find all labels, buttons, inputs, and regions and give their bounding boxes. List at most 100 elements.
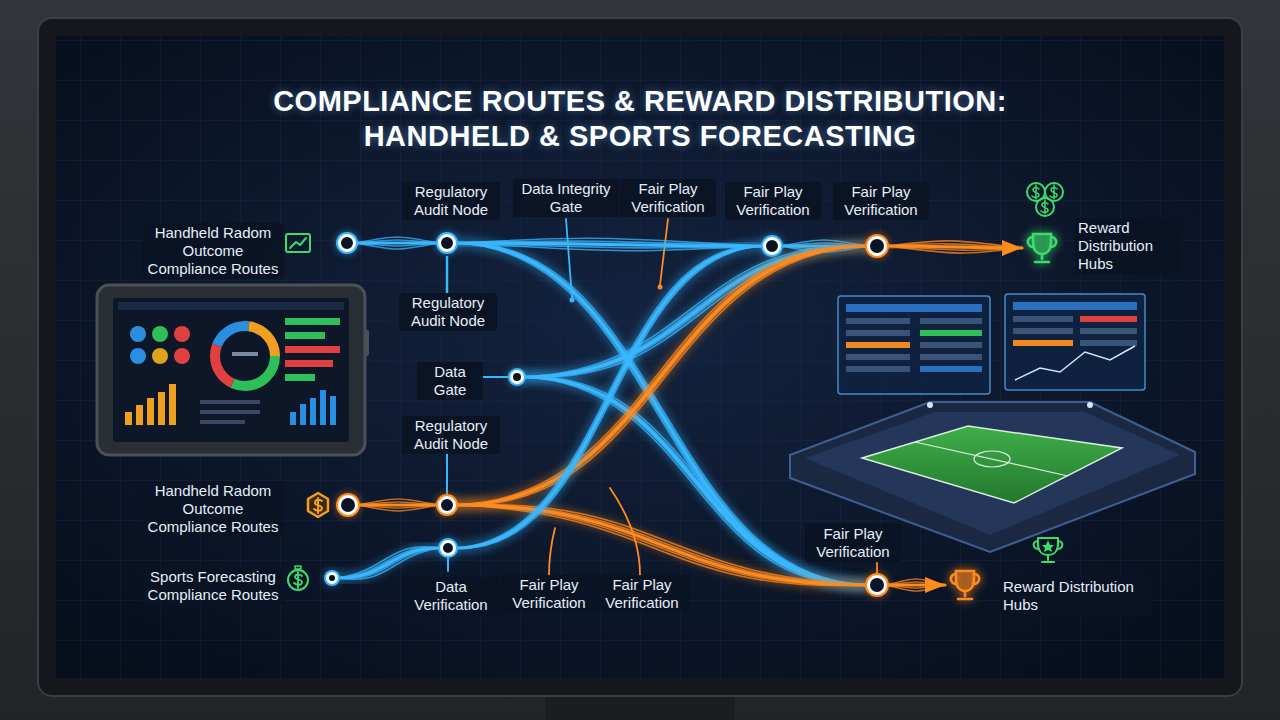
node-label: Handheld Radom Outcome Compliance Routes (143, 481, 284, 537)
stadium-illustration-part (846, 330, 910, 336)
trophy-icon-part (951, 574, 979, 584)
tablet-illustration-part (215, 326, 275, 386)
tablet-illustration-part (152, 326, 168, 342)
route-node: Data Verification (440, 540, 456, 556)
stadium-illustration-part (915, 442, 1068, 476)
route-node: Regulatory Audit Node (438, 496, 456, 514)
connector-glow (356, 237, 438, 249)
callout-label: Fair Play Verification (594, 575, 690, 613)
route-icons-part (290, 238, 306, 248)
connector-strand (338, 548, 440, 579)
tablet-illustration-part (200, 410, 260, 414)
tablet-illustration-part (97, 285, 365, 455)
tablet-illustration-part (330, 396, 336, 425)
connector-glow (456, 246, 867, 505)
tablet-illustration-part (285, 318, 340, 325)
route-icons-part (308, 493, 328, 517)
route-connector (456, 246, 763, 548)
tablet-illustration-part (320, 390, 326, 425)
connector-strand (887, 241, 1022, 248)
node-label: Handheld Radom Outcome Compliance Routes (143, 223, 284, 279)
connector-strand (358, 499, 438, 505)
connector-strand (887, 244, 1022, 248)
route-connector (356, 241, 438, 244)
node-label: Data Gate (417, 362, 483, 400)
tablet-illustration-part (226, 337, 264, 375)
tablet-illustration-part (158, 392, 165, 425)
tablet-illustration-part (118, 302, 344, 310)
leader-lines-part (660, 219, 668, 285)
trophy-icon (945, 565, 985, 605)
reward-hub: Reward Distribution Hubs (945, 565, 985, 605)
stadium-illustration-part (920, 330, 982, 336)
tablet-illustration-part (130, 326, 146, 342)
leader-lines-part (658, 285, 663, 290)
tablet-illustration-part (215, 326, 275, 386)
monitor-frame-part (38, 18, 1242, 696)
stadium-illustration-part (1013, 328, 1073, 334)
trophy-icon-part (1028, 237, 1056, 247)
stadium-illustration-part (846, 304, 982, 312)
route-icons-part (295, 566, 301, 569)
node-label: Fair Play Verification (805, 524, 901, 562)
stadium-illustration-part (1013, 340, 1073, 346)
route-node: Fair Play Verification (867, 575, 887, 595)
connector-strand (887, 246, 1022, 253)
leader-lines-part (549, 528, 555, 575)
stadium-illustration-part (846, 342, 910, 348)
route-icons-part (1042, 555, 1054, 562)
connector-strand (456, 246, 763, 548)
tablet-illustration-part (300, 404, 306, 425)
stadium-illustration-part (805, 412, 1180, 535)
connector-strand (456, 246, 867, 505)
tablet-illustration (97, 285, 369, 455)
tablet-illustration-part (152, 348, 168, 364)
stadium-illustration-part (927, 402, 933, 408)
monitor-frame-part (545, 694, 735, 720)
trophy-icon-part (958, 591, 972, 599)
stadium-illustration-part (1080, 328, 1137, 334)
tablet-illustration-part (125, 412, 132, 425)
leader-lines-part (447, 558, 449, 571)
stadium-illustration-part (1087, 402, 1093, 408)
stadium-illustration-part (1013, 302, 1137, 310)
route-icons-part (1038, 538, 1058, 555)
route-icons-part (288, 570, 308, 590)
trophy-icon-part (956, 571, 974, 591)
tablet-illustration-part (174, 348, 190, 364)
stadium-illustration-part (920, 342, 982, 348)
route-connector (358, 503, 438, 506)
trophy-icon-part (1035, 254, 1049, 262)
tablet-illustration-part (285, 332, 325, 339)
node-label: Fair Play Verification (833, 182, 929, 220)
tablet-illustration-part (215, 326, 275, 386)
tablet-illustration-part (200, 400, 260, 404)
route-icons (286, 183, 1063, 590)
callout-label: Data Integrity Gate (513, 179, 619, 217)
connector-strand (356, 237, 438, 243)
route-connector (887, 246, 1022, 248)
reward-hub: Reward Distribution Hubs (1022, 228, 1062, 268)
connector-strand (456, 246, 763, 548)
diagram-title: COMPLIANCE ROUTES & REWARD DISTRIBUTION:… (200, 84, 1080, 155)
leader-lines (447, 219, 877, 575)
tablet-illustration-part (232, 352, 258, 356)
route-node: Data Gate (510, 370, 524, 384)
node-label: Data Verification (402, 577, 500, 615)
tablet-illustration-part (310, 398, 316, 425)
connector-glow (456, 246, 763, 548)
leader-lines-part (446, 451, 448, 494)
connector-glow (887, 579, 945, 591)
connector-strand (456, 246, 867, 505)
stadium-illustration-part (1015, 346, 1135, 380)
connector-strand (456, 246, 867, 505)
node-label: Regulatory Audit Node (402, 182, 500, 220)
connector-strand (456, 246, 867, 505)
tablet-illustration-part (169, 384, 176, 425)
route-icons-part (314, 498, 322, 513)
tablet-illustration-part (285, 346, 340, 353)
stadium-illustration-part (862, 426, 1122, 503)
leader-lines-part (482, 376, 508, 378)
route-icons-part (286, 234, 310, 252)
stadium-illustration-part (920, 366, 982, 372)
